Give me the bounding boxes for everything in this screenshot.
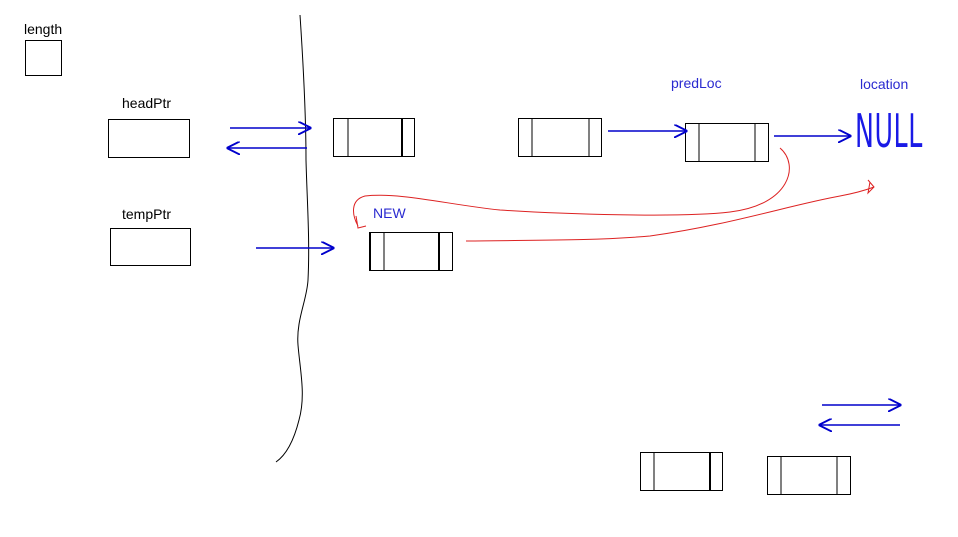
tempptr-box: [110, 228, 191, 266]
new-to-location-curve: [465, 179, 875, 242]
length-label: length: [24, 21, 63, 37]
new-node: [369, 232, 453, 271]
extra-node-left: [640, 452, 723, 491]
predloc-node: [685, 123, 769, 162]
location-label: location: [860, 76, 909, 92]
tempptr-label: tempPtr: [122, 206, 172, 222]
extra-node-right: [767, 456, 851, 495]
divider-line: [275, 14, 310, 463]
null-label: NULL: [855, 104, 923, 158]
new-node-label: NEW: [373, 205, 406, 221]
list-node-1: [333, 118, 415, 157]
predloc-label: predLoc: [671, 75, 722, 91]
length-box: [25, 40, 62, 76]
headptr-label: headPtr: [122, 95, 172, 111]
list-node-2: [518, 118, 602, 157]
headptr-box: [108, 119, 190, 158]
predloc-to-new-curve: [353, 147, 790, 229]
